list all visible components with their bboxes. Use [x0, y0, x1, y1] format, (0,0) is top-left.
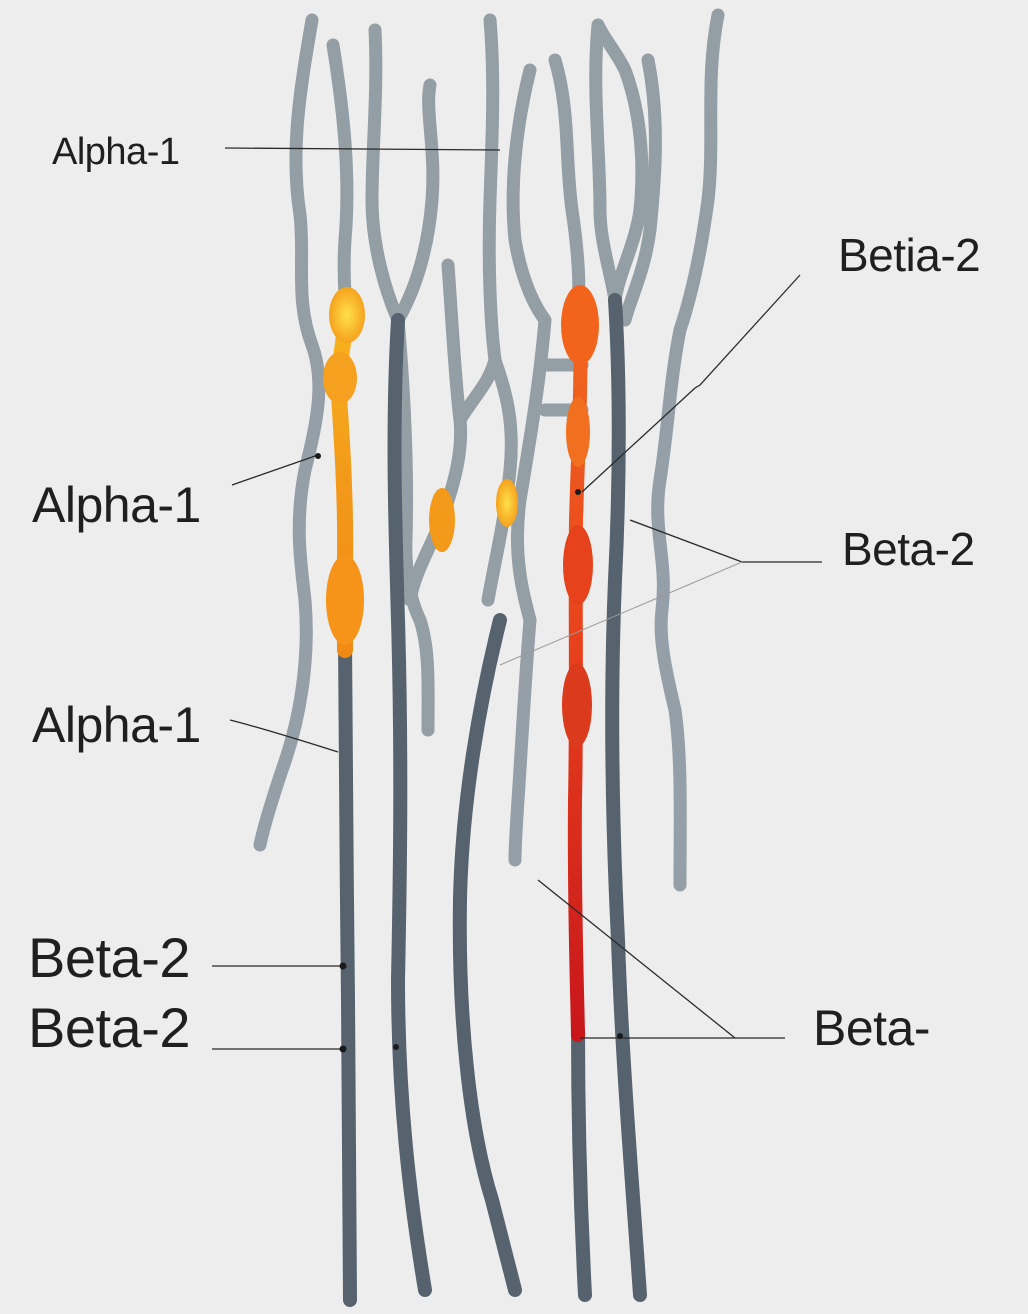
- leader-dot: [575, 489, 581, 495]
- beta-node-mid: [566, 397, 590, 467]
- fiber-center-top: [555, 60, 579, 300]
- alpha-node-2: [323, 352, 357, 404]
- alpha-node-3: [326, 555, 364, 645]
- beta-node-3: [563, 525, 593, 605]
- beta-node-4: [562, 663, 592, 747]
- leader-dot: [340, 1046, 347, 1053]
- trunk-3: [460, 620, 515, 1290]
- fiber-center-left: [513, 70, 545, 620]
- leader-dot: [393, 1044, 399, 1050]
- trunk-beta: [578, 1030, 585, 1295]
- label-beta-2-left-a: Beta-2: [28, 930, 190, 986]
- label-alpha-1-middle: Alpha-1: [32, 480, 201, 530]
- leader-dot: [340, 963, 347, 970]
- trunk-alpha: [345, 640, 350, 1300]
- trunk-right: [612, 300, 640, 1295]
- label-beta-2-right-top: Betia-2: [838, 232, 980, 278]
- leader-dot: [315, 453, 321, 459]
- alpha-node-top: [329, 287, 365, 343]
- beta-node-top: [561, 285, 599, 365]
- fiber-far-left: [260, 20, 319, 845]
- fiber-right-top: [658, 15, 718, 885]
- alpha-node-glow: [496, 479, 518, 527]
- label-beta-2-right-middle: Beta-2: [842, 526, 975, 572]
- leader-dot: [617, 1033, 623, 1039]
- fiber-left-2: [333, 45, 347, 320]
- leader-beta-bottom-2: [538, 880, 735, 1038]
- label-beta-right-bottom: Beta-: [813, 1003, 930, 1053]
- light-fibers: [260, 15, 718, 885]
- label-alpha-1-top: Alpha-1: [52, 133, 179, 171]
- leader-alpha-top: [225, 148, 500, 150]
- fiber-lower-mid: [515, 620, 530, 860]
- label-alpha-1-lower: Alpha-1: [32, 700, 201, 750]
- dark-fibers: [345, 300, 640, 1300]
- alpha-node-mid: [429, 488, 455, 552]
- fiber-mid-branch: [410, 265, 461, 600]
- fiber-mid-link: [460, 360, 495, 420]
- beta-highlight: [561, 285, 599, 1035]
- fiber-center-loop: [596, 25, 642, 300]
- label-beta-2-left-b: Beta-2: [28, 1000, 190, 1056]
- fiber-left-branch: [372, 30, 433, 320]
